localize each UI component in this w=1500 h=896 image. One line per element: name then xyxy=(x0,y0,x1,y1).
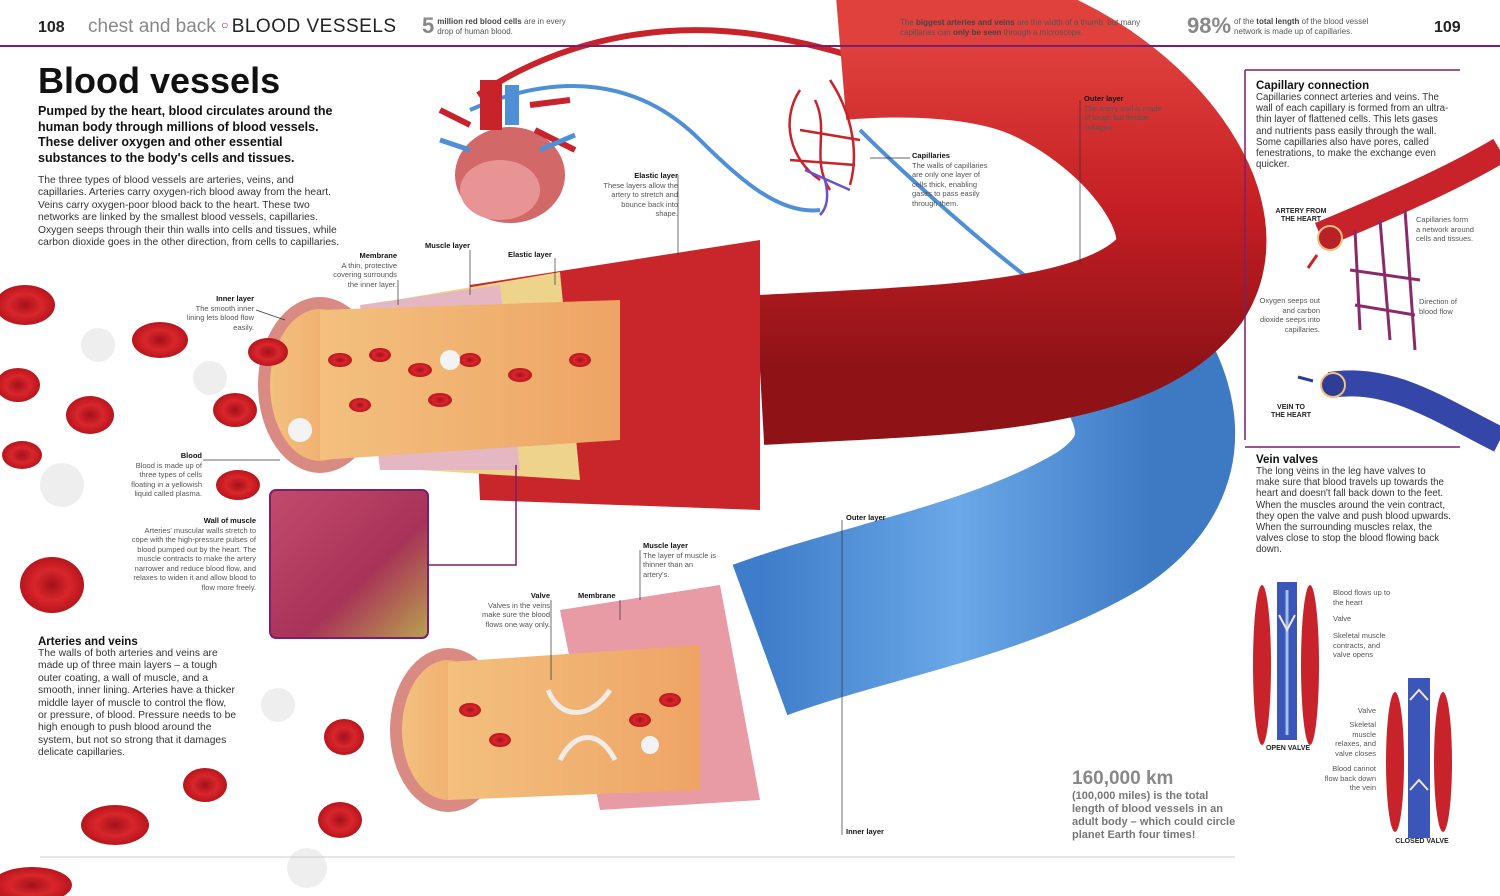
body-paragraph: The three types of blood vessels are art… xyxy=(38,175,340,249)
artery-tube xyxy=(755,0,1267,445)
note-oxygen-seeps: Oxygen seeps out and carbon dioxide seep… xyxy=(1259,296,1320,334)
note-valve-closed: Valve xyxy=(1357,706,1376,715)
arteries-veins-box: Arteries and veins The walls of both art… xyxy=(38,636,238,760)
arteries-veins-text: The walls of both arteries and veins are… xyxy=(38,648,237,759)
floating-blood-cells xyxy=(0,285,364,896)
fact-vessel-sizes: The biggest arteries and veins are the w… xyxy=(900,18,1141,37)
vein-valves-box: Vein valves The long veins in the leg ha… xyxy=(1256,454,1451,556)
label-muscle-layer-top: Muscle layer xyxy=(425,241,471,250)
note-muscle-contracts: Skeletal muscle contracts, and valve ope… xyxy=(1333,631,1386,659)
capillary-connection-diagram xyxy=(1297,138,1500,452)
vein-cross-section xyxy=(390,585,760,812)
vein-valve-open-diagram xyxy=(1253,582,1319,745)
note-cannot-flow-back: Blood cannot flow back down the vein xyxy=(1324,764,1376,792)
vena-cava-vessel xyxy=(469,84,821,213)
section-name: chest and back xyxy=(88,16,216,37)
note-direction-of-flow: Direction of blood flow xyxy=(1419,297,1457,316)
capillary-connection-heading: Capillary connection xyxy=(1256,80,1370,92)
label-membrane-vein: Membrane xyxy=(578,591,616,600)
arteries-veins-heading: Arteries and veins xyxy=(38,636,138,648)
vein-valve-closed-diagram xyxy=(1386,678,1452,838)
note-blood-flows-up: Blood flows up to the heart xyxy=(1333,588,1391,607)
stat-box: 160,000 km (100,000 miles) is the total … xyxy=(1072,768,1237,842)
label-closed-valve: CLOSED VALVE xyxy=(1395,838,1449,845)
topic-name: BLOOD VESSELS xyxy=(231,16,397,37)
note-capillaries-network: Capillaries form a network around cells … xyxy=(1416,215,1474,243)
label-elastic-layer-a: Elastic layer xyxy=(508,250,552,259)
left-page-number: 108 xyxy=(38,19,65,36)
header-rule xyxy=(0,45,1500,47)
note-valve-open: Valve xyxy=(1333,614,1352,623)
right-page-number: 109 xyxy=(1434,19,1461,36)
vein-valve-flap xyxy=(545,688,613,715)
vein-valves-text: The long veins in the leg have valves to… xyxy=(1256,466,1451,556)
label-open-valve: OPEN VALVE xyxy=(1265,745,1311,752)
label-vein-to-heart: VEIN TO THE HEART xyxy=(1270,404,1312,419)
fact-red-cells: 5 million red blood cells are in every d… xyxy=(422,13,566,38)
page-title: Blood vessels xyxy=(38,60,281,101)
leader-lines xyxy=(203,100,1081,835)
vein-valves-heading: Vein valves xyxy=(1256,454,1319,466)
fact-capillary-length: 98% of the total length of the blood ves… xyxy=(1187,13,1369,38)
label-outer-layer-vein: Outer layer xyxy=(846,513,886,522)
stat-number: 160,000 km xyxy=(1072,768,1174,789)
capillary-bed xyxy=(788,79,861,216)
heart-illustration xyxy=(438,80,577,223)
label-inner-layer-vein: Inner layer xyxy=(846,827,884,836)
muscle-magnified-inset xyxy=(269,489,429,639)
intro-paragraph: Pumped by the heart, blood circulates ar… xyxy=(38,104,333,165)
note-muscle-relaxes: Skeletal muscle relaxes, and valve close… xyxy=(1335,720,1376,758)
capillary-connection-box: Capillary connection Capillaries connect… xyxy=(1256,80,1456,170)
stat-text: (100,000 miles) is the total length of b… xyxy=(1072,790,1236,841)
running-head: chest and back ○ BLOOD VESSELS xyxy=(88,16,397,37)
capillary-connection-text: Capillaries connect arteries and veins. … xyxy=(1256,92,1449,171)
inset-connector-line xyxy=(428,465,517,566)
red-blood-cells-inside xyxy=(288,348,681,754)
label-artery-from-heart: ARTERY FROM THE HEART xyxy=(1275,208,1327,223)
capillary-panel-border xyxy=(1244,69,1460,440)
